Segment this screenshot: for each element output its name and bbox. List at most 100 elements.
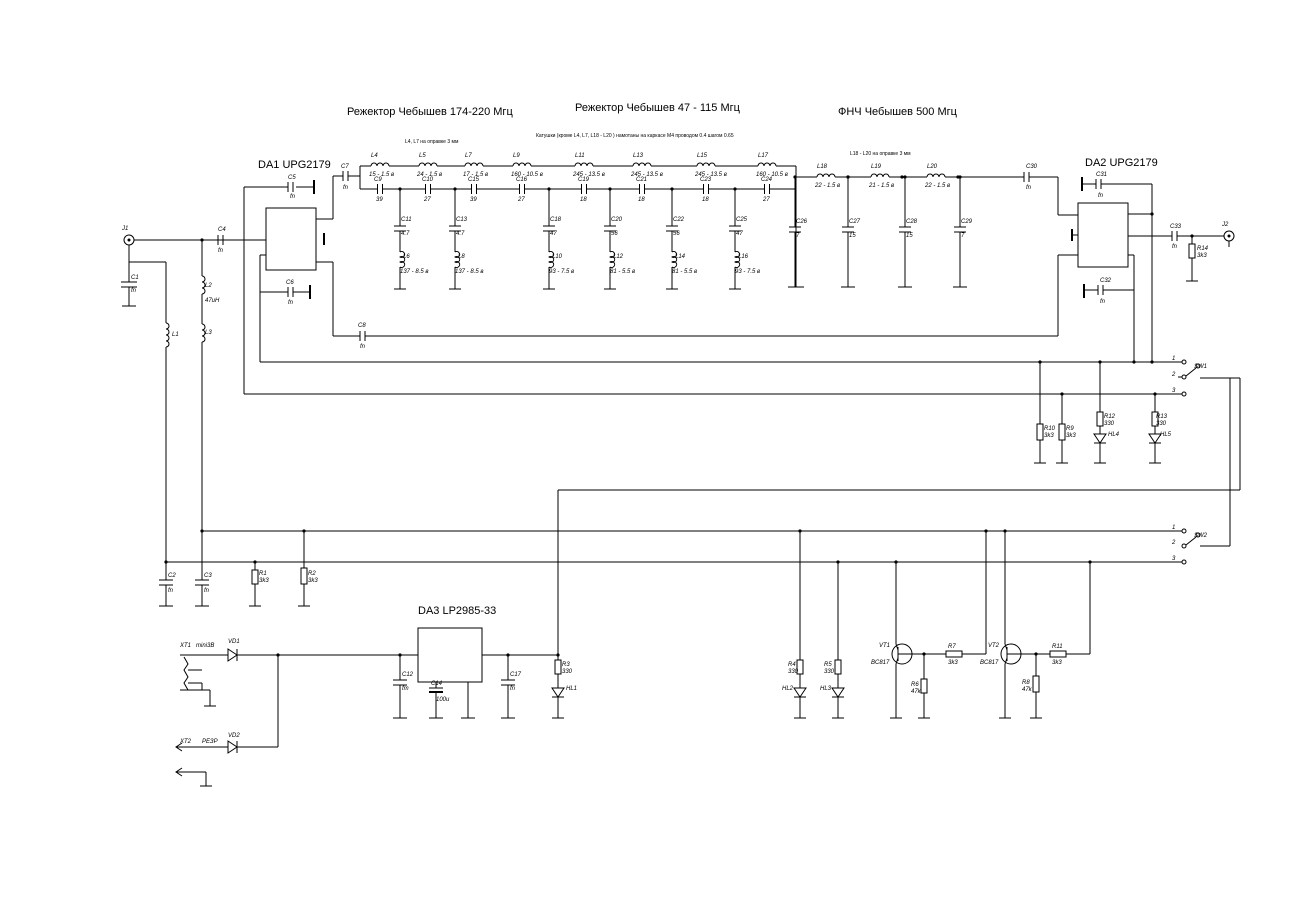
sw2-label: SW2 [1194,533,1208,539]
svg-text:3k3: 3k3 [1197,253,1207,259]
svg-text:3k3: 3k3 [259,578,269,584]
coil-l16 [734,251,741,268]
value-l15: 245 - 13.5 в [694,172,727,178]
r8-label: R8 [1022,680,1030,686]
value-c21: 18 [638,197,645,203]
c2-label: C2 [168,573,176,579]
svg-text:fn: fn [1100,299,1106,305]
svg-text:330: 330 [562,669,573,675]
label-c25: C25 [736,217,748,223]
label-l16: L16 [738,254,749,260]
svg-text:fn: fn [131,288,137,294]
svg-text:3: 3 [1172,556,1176,562]
value-l9: 160 - 10.5 в [511,172,543,178]
svg-text:РЕЗР: РЕЗР [202,739,218,745]
note-l4-l7: L4, L7 на оправке 3 мм [405,139,459,145]
value-l4: 15 - 1.5 в [369,172,394,178]
value-c13: 4.7 [456,231,465,237]
label-l10: L10 [552,254,563,260]
label-l13: L13 [633,153,644,159]
svg-text:47uH: 47uH [205,298,220,304]
c30-label: C30 [1026,164,1038,170]
svg-text:fm: fm [402,686,409,692]
j1-label: J1 [121,226,128,232]
label-c29: C29 [961,219,973,225]
coil-l20 [926,173,946,178]
vd2-diode [227,740,238,754]
l1-coil [165,322,170,348]
l1-label: L1 [172,332,179,338]
svg-text:2: 2 [1171,372,1176,378]
l2-coil [201,275,206,295]
label-c21: C21 [636,177,647,183]
value-c24: 27 [762,197,770,203]
svg-text:fn: fn [290,194,296,200]
value-c15: 39 [470,197,477,203]
da1-chip [265,207,317,271]
c32-label: C32 [1100,278,1112,284]
label-l8: L8 [458,254,465,260]
hl5-led [1148,433,1162,444]
svg-text:2: 2 [1171,540,1176,546]
value-c11: 4.7 [401,231,410,237]
svg-text:fn: fn [360,344,366,350]
coil-l7 [464,162,484,167]
vd1-diode [227,648,238,662]
l3-coil [201,323,206,343]
r12-resistor [1096,411,1104,427]
sw1-lever [1185,367,1197,377]
label-l17: L17 [758,153,769,159]
label-c27: C27 [849,219,861,225]
hl4-led [1093,433,1107,444]
hl2-label: HL2 [782,686,794,692]
label-l15: L15 [697,153,708,159]
vt2-label: VT2 [988,643,1000,649]
svg-text:1: 1 [1172,525,1175,531]
value-l6: 137 - 8.5 в [400,269,428,275]
r6-label: R6 [911,682,919,688]
hl4-label: HL4 [1108,432,1120,438]
value-l13: 245 - 13.5 в [630,172,663,178]
coil-l8 [454,251,461,268]
c17-label: C17 [510,672,522,678]
r1-resistor [251,569,259,585]
da2-chip [1077,202,1129,268]
c31-label: C31 [1096,172,1107,178]
svg-text:mini3B: mini3B [196,643,214,649]
value-c28: 15 [906,233,913,239]
value-l16: 93 - 7.5 в [735,269,760,275]
svg-text:fn: fn [168,588,174,594]
c3-label: C3 [204,573,212,579]
r9-resistor [1058,423,1066,441]
l3-label: L3 [205,330,212,336]
r11-label: R11 [1052,644,1063,650]
label-l9: L9 [513,153,520,159]
value-l7: 17 - 1.5 в [463,172,488,178]
c33-label: C33 [1170,224,1182,230]
heading-notch-174-220: Режектор Чебышев 174-220 Мгц [347,106,513,118]
label-l11: L11 [575,153,585,159]
label-c16: C16 [516,177,528,183]
label-c26: C26 [796,219,808,225]
coil-l11 [574,162,594,167]
svg-text:fn: fn [343,185,349,191]
label-c23: C23 [700,177,712,183]
coil-l6 [399,251,406,268]
value-c18: 47 [550,231,557,237]
value-l10: 93 - 7.5 в [549,269,574,275]
coil-l17 [757,162,777,167]
svg-text:3k3: 3k3 [948,660,958,666]
label-l6: L6 [403,254,410,260]
r11-resistor [1049,650,1067,658]
c4-label: C4 [218,227,226,233]
xt2-label: XT2 [179,739,192,745]
coil-l4 [370,162,390,167]
c8-label: C8 [358,323,366,329]
coil-l5 [418,162,438,167]
r12-label: R12 [1104,414,1116,420]
c5-label: C5 [288,175,296,181]
